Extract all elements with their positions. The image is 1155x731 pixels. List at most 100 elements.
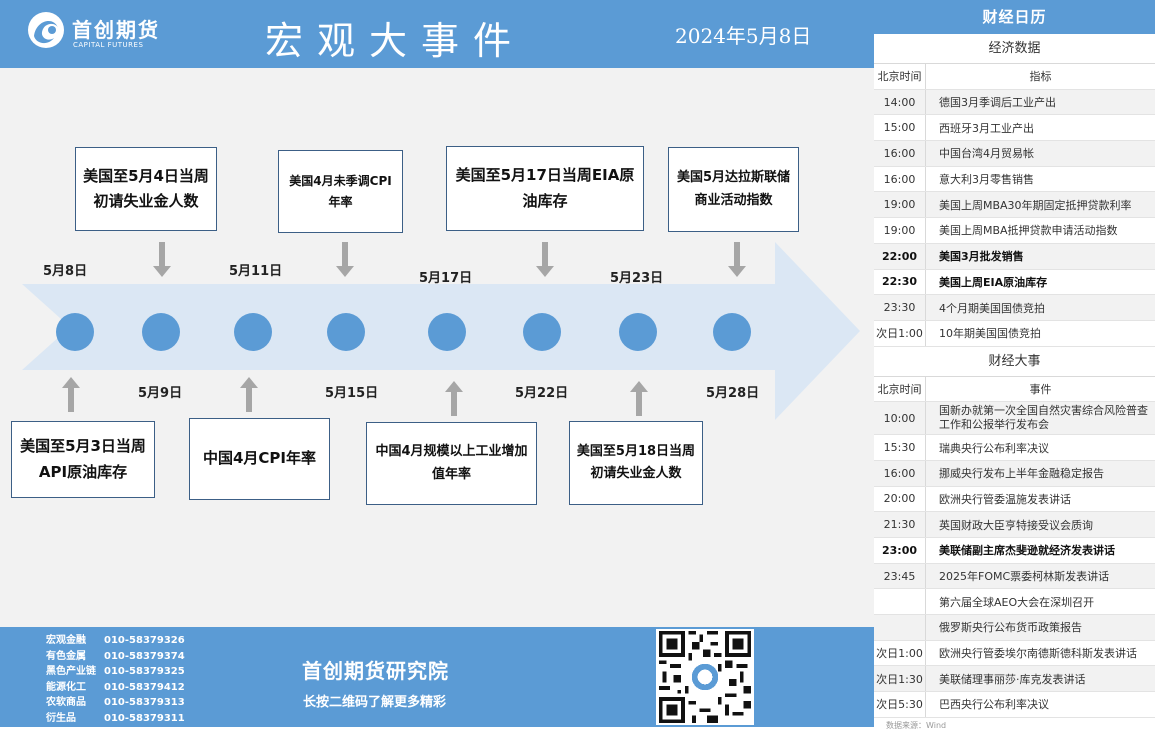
event-box: 中国4月规模以上工业增加值年率 [366,422,537,505]
contact-phone: 010-58379326 [104,635,185,646]
date-label: 5月17日 [419,271,473,286]
contact-phone: 010-58379311 [104,712,185,724]
row-time: 22:30 [874,269,926,295]
row-value: 欧洲央行管委温施发表讲话 [939,492,1071,506]
qr-hint: 长按二维码了解更多精彩 [303,695,447,710]
event-box: 美国至5月17日当周EIA原油库存 [446,146,644,231]
table-header: 北京时间事件 [874,376,1155,403]
event-box: 美国至5月4日当周初请失业金人数 [75,147,217,231]
row-value: 美国上周EIA原油库存 [939,275,1048,289]
row-time: 10:00 [874,402,926,435]
row-value: 第六届全球AEO大会在深圳召开 [939,595,1095,609]
data-source-note: 数据来源：Wind [886,720,947,730]
row-time: 19:00 [874,218,926,243]
header-time: 北京时间 [874,64,926,89]
arrow-up-icon [445,381,463,416]
table-row: 19:00 美国上周MBA抵押贷款申请活动指数 [874,218,1155,244]
row-value: 意大利3月零售销售 [939,173,1034,187]
arrow-up-icon [62,377,80,412]
row-value: 欧洲央行管委埃尔南德斯德科斯发表讲话 [939,647,1137,661]
row-time [874,615,926,640]
date-label: 5月9日 [138,386,183,401]
header-bar: 首创期货 CAPITAL FUTURES 宏观大事件 2024年5月8日 [0,0,874,68]
row-time: 21:30 [874,512,926,537]
timeline-dot [327,313,365,351]
row-time: 次日1:30 [874,666,926,692]
contact-phone: 010-58379374 [104,650,185,662]
contact-dept: 能源化工 [46,681,86,693]
contact-dept: 黑色产业链 [46,666,96,678]
row-time: 15:00 [874,115,926,141]
row-time: 14:00 [874,89,926,115]
econ-section-title: 经济数据 [874,34,1155,64]
contact-dept: 农软商品 [46,697,86,709]
row-time: 16:00 [874,141,926,166]
row-value: 俄罗斯央行公布货币政策报告 [939,621,1082,635]
row-time: 19:00 [874,192,926,218]
qr-code-icon[interactable] [656,629,754,725]
logo-name: 首创期货 [72,18,160,42]
arrow-up-icon [630,381,648,416]
row-value: 美国上周MBA30年期固定抵押贷款利率 [939,198,1132,212]
row-value: 英国财政大臣亨特接受议会质询 [939,518,1093,532]
contact-dept: 宏观金融 [46,635,86,646]
table-row: 第六届全球AEO大会在深圳召开 [874,589,1155,616]
table-row: 19:00 美国上周MBA30年期固定抵押贷款利率 [874,192,1155,219]
timeline-dot [619,313,657,351]
timeline-dot [56,313,94,351]
row-value: 巴西央行公布利率决议 [939,698,1049,712]
table-row: 俄罗斯央行公布货币政策报告 [874,615,1155,641]
event-box: 美国至5月3日当周API原油库存 [11,421,155,498]
event-box: 美国至5月18日当周初请失业金人数 [569,421,703,505]
calendar-title: 财经日历 [874,0,1155,34]
events-section-title: 财经大事 [874,347,1155,377]
event-box: 美国4月未季调CPI年率 [278,150,403,233]
report-date: 2024年5月8日 [675,24,812,48]
company-logo-icon [28,12,64,48]
row-value: 德国3月季调后工业产出 [939,96,1056,110]
date-label: 5月23日 [610,271,664,286]
row-value: 美联储副主席杰斐逊就经济发表讲话 [939,544,1115,558]
timeline-dot [713,313,751,351]
table-row: 21:30 英国财政大臣亨特接受议会质询 [874,512,1155,538]
row-time [874,589,926,615]
row-time: 次日5:30 [874,692,926,717]
timeline-stage: 5月8日 5月11日 5月17日 5月23日 5月9日 5月15日 5月22日 … [0,68,874,627]
row-value: 美国上周MBA抵押贷款申请活动指数 [939,224,1118,238]
row-value: 10年期美国国债竞拍 [939,327,1041,341]
timeline-dot [523,313,561,351]
timeline-dot [142,313,180,351]
row-time: 15:30 [874,435,926,460]
date-label: 5月11日 [229,264,283,279]
contact-dept: 衍生品 [46,712,76,724]
date-label: 5月22日 [515,386,569,401]
row-value: 挪威央行发布上半年金融稳定报告 [939,467,1104,481]
arrow-up-icon [240,377,258,412]
contact-row: 衍生品 010-58379311 [46,711,185,727]
date-label: 5月8日 [43,264,88,279]
row-value: 4个月期美国国债竞拍 [939,301,1045,315]
contact-row: 宏观金融 010-58379326 [46,633,185,649]
arrow-down-icon [536,242,554,277]
table-row: 14:00 德国3月季调后工业产出 [874,89,1155,116]
header-event: 事件 [1029,382,1052,396]
row-time: 22:00 [874,243,926,269]
